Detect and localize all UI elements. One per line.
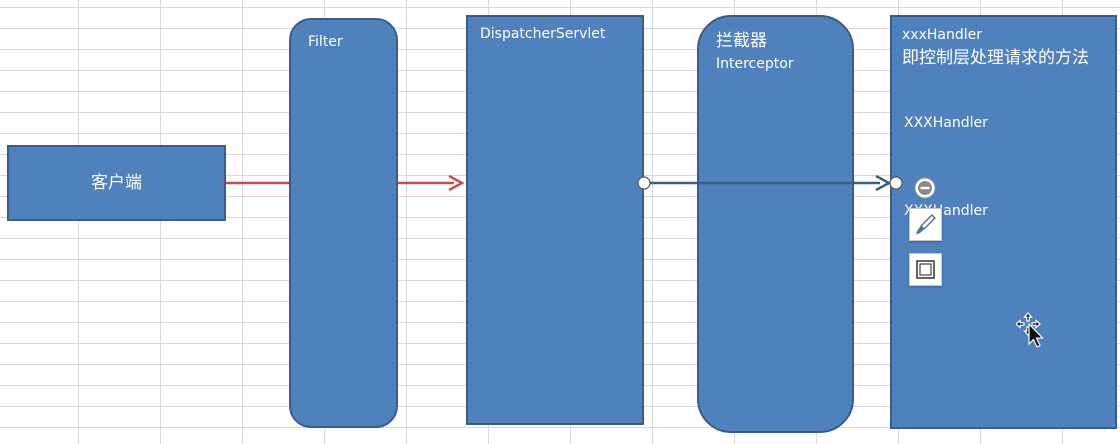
client-box[interactable]: 客户端 bbox=[7, 145, 226, 221]
move-cursor-icon bbox=[1016, 312, 1044, 348]
dispatcher-servlet-label: DispatcherServlet bbox=[480, 26, 606, 42]
connector-arrow-head bbox=[875, 174, 892, 192]
client-label: 客户端 bbox=[91, 173, 142, 193]
interceptor-box[interactable]: 拦截器 Interceptor bbox=[697, 15, 854, 433]
filter-box[interactable]: Filter bbox=[289, 18, 398, 428]
dispatcher-servlet-box[interactable]: DispatcherServlet bbox=[466, 15, 644, 425]
connector-start-handle[interactable] bbox=[637, 176, 651, 190]
handler-item-1: XXXHandler bbox=[904, 115, 988, 131]
interceptor-label-en: Interceptor bbox=[716, 56, 794, 72]
request-arrow-head bbox=[448, 174, 465, 192]
connector-end-handle[interactable] bbox=[889, 176, 903, 190]
brush-icon bbox=[916, 214, 936, 234]
interceptor-label-cn: 拦截器 bbox=[716, 31, 767, 51]
handler-description: 即控制层处理请求的方法 bbox=[902, 48, 1089, 68]
frame-icon bbox=[916, 260, 935, 279]
brush-style-button[interactable] bbox=[909, 208, 942, 241]
outline-style-button[interactable] bbox=[909, 253, 942, 286]
minus-circle-icon[interactable] bbox=[914, 177, 936, 199]
filter-label: Filter bbox=[308, 34, 343, 50]
handler-title: xxxHandler bbox=[902, 27, 982, 43]
